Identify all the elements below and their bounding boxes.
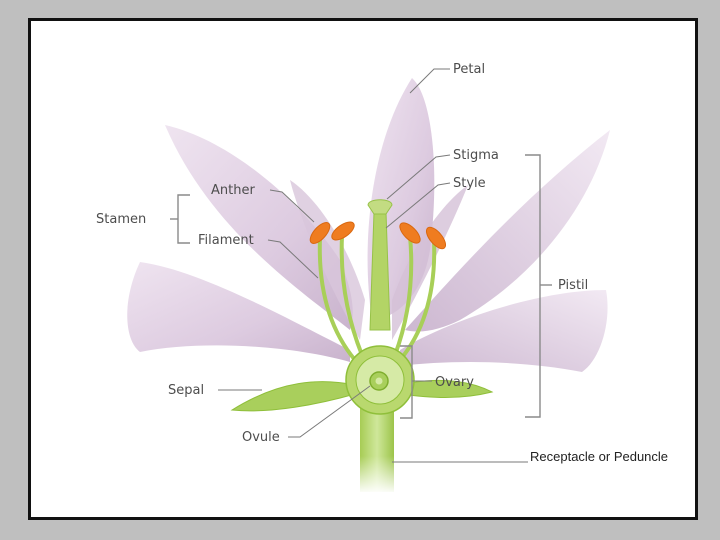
petal-lower-left [127, 262, 351, 362]
label-filament: Filament [198, 233, 254, 248]
label-stigma: Stigma [453, 148, 499, 163]
label-anther: Anther [211, 183, 255, 198]
petal-front-right [392, 185, 468, 340]
style [369, 211, 391, 331]
pistil [345, 199, 415, 415]
petal-lower-right [400, 290, 608, 372]
anther-1 [309, 222, 331, 244]
label-ovule: Ovule [242, 430, 280, 445]
label-pistil: Pistil [558, 278, 588, 293]
petal-back-right [405, 130, 610, 332]
anther-4 [425, 226, 447, 250]
sepal-left [230, 381, 356, 412]
anther-3 [399, 222, 421, 244]
label-receptacle: Receptacle or Peduncle [530, 449, 668, 464]
petals [127, 78, 610, 372]
sepals [230, 379, 494, 412]
anther-2 [331, 221, 355, 241]
label-ovary: Ovary [435, 375, 474, 390]
filament-4 [398, 238, 437, 362]
label-sepal: Sepal [168, 383, 204, 398]
stigma [367, 199, 393, 215]
filament-1 [317, 236, 357, 362]
label-petal: Petal [453, 62, 485, 77]
labels: Petal Stigma Style Anther Stamen Filamen… [96, 62, 668, 464]
label-stamen: Stamen [96, 212, 146, 227]
filament-2 [339, 234, 364, 357]
ovule-center [375, 377, 383, 385]
filaments [317, 234, 437, 362]
filament-3 [393, 234, 414, 357]
anthers [309, 221, 447, 250]
petal-back-left [165, 125, 353, 330]
label-style: Style [453, 176, 486, 191]
leaders [170, 68, 552, 463]
peduncle [356, 400, 398, 494]
